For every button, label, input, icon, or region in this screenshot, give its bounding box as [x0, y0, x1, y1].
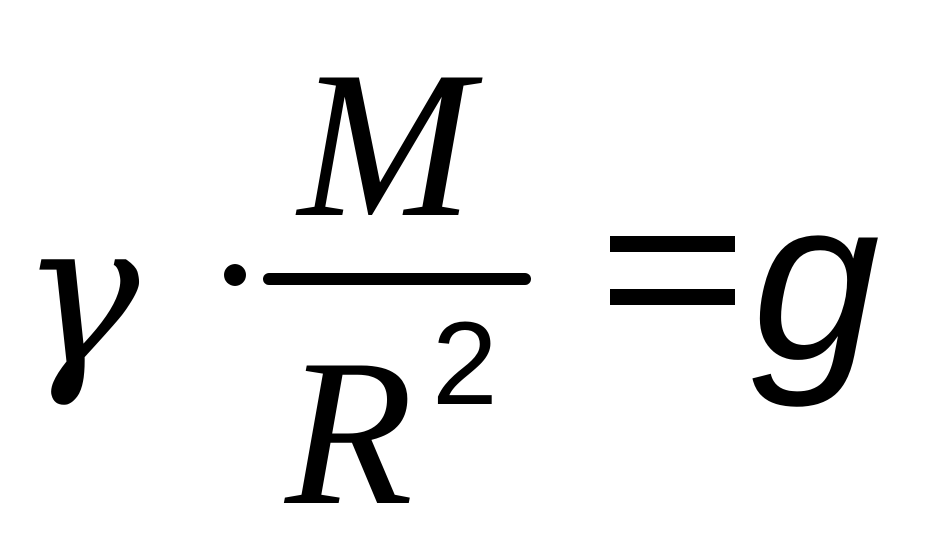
denominator-exponent: 2	[432, 298, 498, 430]
denominator-radius: R	[285, 317, 414, 549]
equals-sign-top-bar	[610, 236, 735, 252]
result-g: g	[752, 151, 880, 408]
equals-sign-bottom-bar	[610, 289, 735, 305]
numerator-mass: M	[298, 29, 473, 261]
multiplication-dot	[224, 264, 246, 286]
gamma-symbol: γ	[20, 178, 140, 411]
fraction-bar	[263, 273, 531, 285]
